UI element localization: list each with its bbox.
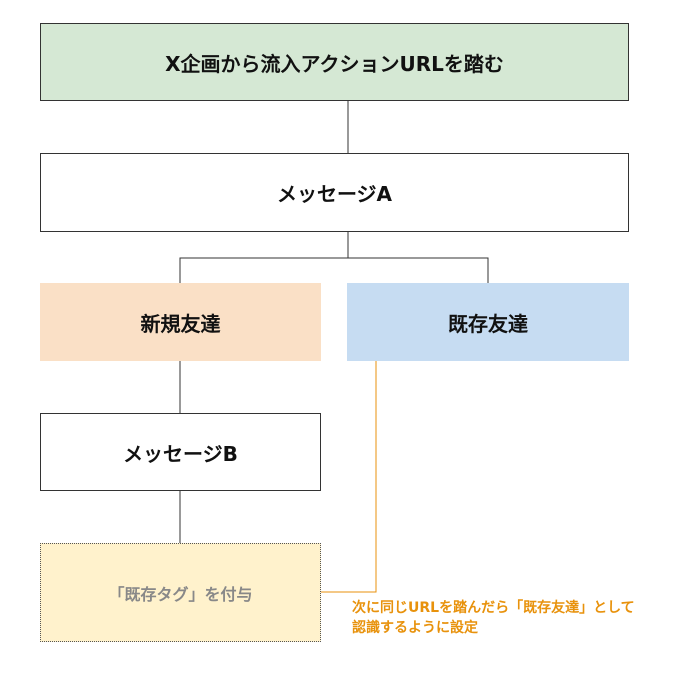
start-node: X企画から流入アクションURLを踏む: [40, 23, 629, 101]
message-a-label: メッセージA: [276, 182, 393, 206]
start-node-label: X企画から流入アクションURLを踏む: [165, 51, 504, 76]
new-friend-label: 新規友達: [140, 311, 221, 336]
annotation-connector: [321, 361, 377, 593]
existing-friend-node: 既存友達: [347, 283, 629, 361]
message-a-node: メッセージA: [40, 153, 629, 232]
annotation-line-1: 次に同じURLを踏んだら「既存友達」として: [352, 600, 635, 616]
annotation-line-2: 認識するように設定: [352, 620, 478, 636]
new-friend-node: 新規友達: [40, 283, 321, 361]
existing-friend-label: 既存友達: [448, 311, 528, 336]
add-tag-label: 「既存タグ」を付与: [108, 584, 253, 604]
edge-message-a-to-existing: [348, 257, 489, 283]
edge-message-a-branch: [179, 232, 349, 283]
add-tag-node: 「既存タグ」を付与: [40, 543, 321, 642]
annotation-note: 次に同じURLを踏んだら「既存友達」として 認識するように設定: [352, 598, 692, 638]
message-b-label: メッセージB: [123, 441, 238, 466]
message-b-node: メッセージB: [40, 413, 321, 491]
